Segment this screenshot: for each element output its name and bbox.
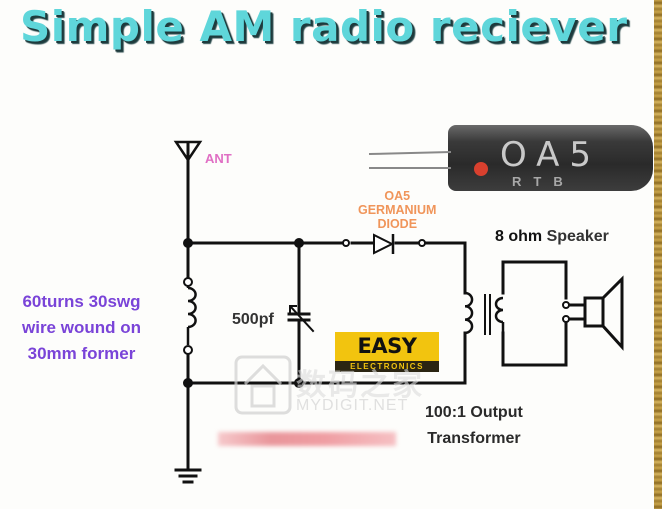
coil-label-line: 60turns 30swg — [22, 292, 141, 311]
secondary-coil — [494, 296, 504, 324]
terminal — [183, 345, 193, 355]
diode-symbol — [373, 233, 395, 255]
speaker-magnet — [583, 296, 605, 328]
junction-dot — [183, 238, 193, 248]
coil-label-line: wire wound on — [22, 318, 141, 337]
transformer-label-line: 100:1 Output — [425, 404, 523, 421]
redacted-bar — [218, 432, 396, 446]
transformer-label-line: Transformer — [427, 430, 521, 447]
polarity-dot — [474, 162, 488, 176]
speaker-value: 8 ohm — [495, 228, 543, 245]
junction-dot — [294, 378, 304, 388]
diode-label-line: DIODE — [377, 217, 418, 231]
junction-dot — [294, 238, 304, 248]
coil-label-line: 30mm former — [27, 344, 136, 363]
decorative-border — [654, 0, 662, 509]
diagram-title: Simple AM radio reciever — [20, 2, 628, 51]
watermark-cn: 数码之家 — [296, 369, 424, 402]
secondary-loop — [501, 260, 568, 300]
cap-arrowhead — [289, 305, 297, 313]
terminal — [342, 239, 350, 247]
secondary-loop-bottom — [501, 318, 568, 367]
logo-line2: ELECTRONICS — [335, 361, 439, 372]
primary-coil — [464, 291, 474, 335]
logo-line1: EASY — [357, 334, 417, 358]
watermark-text: MYDIGIT.NET — [296, 397, 409, 414]
diode-photo-code: OA5 — [500, 135, 602, 175]
easy-electronics-logo: EASY ELECTRONICS — [335, 332, 439, 372]
antenna-label: ANT — [205, 151, 232, 166]
terminal — [183, 277, 193, 287]
coil-label: 60turns 30swg wire wound on 30mm former — [22, 289, 141, 367]
watermark-icon — [234, 355, 292, 415]
diode-label-line: GERMANIUM — [358, 203, 437, 217]
diode-label-line: OA5 — [384, 189, 411, 203]
diode-label: OA5 GERMANIUM DIODE — [358, 189, 436, 231]
diode-photo-sub: RTB — [512, 174, 575, 189]
diode-lead — [368, 150, 452, 156]
speaker-cone — [601, 275, 624, 351]
speaker-label: 8 ohm Speaker — [495, 228, 609, 246]
capacitor-label: 500pf — [232, 311, 274, 328]
speaker-word: Speaker — [546, 228, 609, 245]
junction-dot — [183, 378, 193, 388]
transformer-label: 100:1 Output Transformer — [425, 400, 523, 452]
tank-coil — [187, 286, 197, 329]
terminal — [418, 239, 426, 247]
terminal — [562, 301, 570, 309]
diode-photo: OA5 RTB — [448, 125, 653, 191]
terminal — [562, 315, 570, 323]
cap-variable-arrow — [289, 305, 315, 333]
